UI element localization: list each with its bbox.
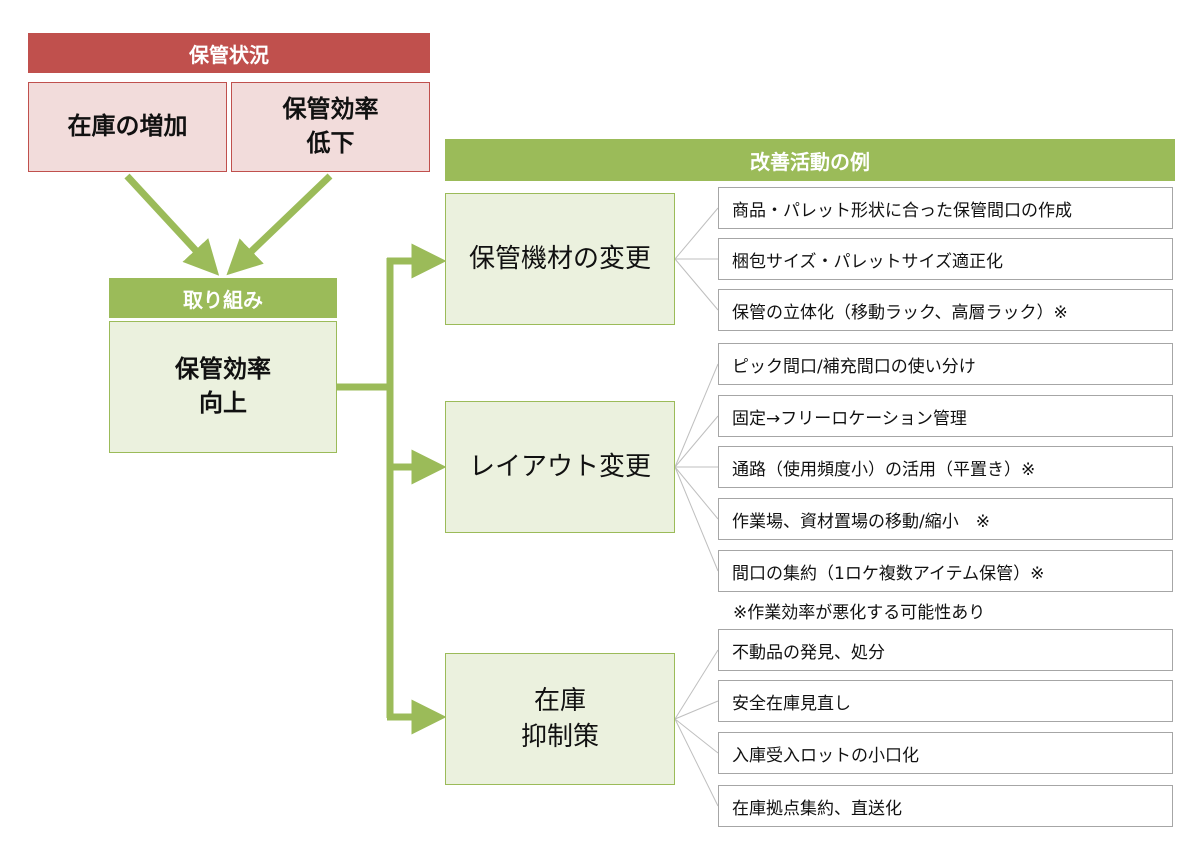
footnote: ※作業効率が悪化する可能性あり: [733, 603, 986, 623]
item-small-lot: 入庫受入ロットの小口化: [718, 732, 1173, 774]
category-inventory-control: 在庫 抑制策: [445, 653, 675, 785]
item-aisle-use: 通路（使用頻度小）の活用（平置き）※: [718, 446, 1173, 488]
arrow-inventory-to-action: [124, 173, 220, 276]
item-dead-stock: 不動品の発見、処分: [718, 629, 1173, 671]
category-equipment-change: 保管機材の変更: [445, 193, 675, 325]
action-header: 取り組み: [109, 278, 337, 318]
fan-layout: [674, 363, 719, 572]
cause-inventory-increase: 在庫の増加: [28, 82, 227, 172]
action-improve-efficiency: 保管効率 向上: [109, 321, 337, 453]
item-free-location: 固定→フリーロケーション管理: [718, 395, 1173, 437]
fan-inventory: [674, 649, 719, 807]
item-vertical-storage: 保管の立体化（移動ラック、高層ラック）※: [718, 289, 1173, 331]
fan-equipment: [674, 207, 719, 311]
item-consolidation-direct: 在庫拠点集約、直送化: [718, 785, 1173, 827]
improvement-header: 改善活動の例: [445, 139, 1175, 181]
storage-status-header: 保管状況: [28, 33, 430, 73]
category-layout-change: レイアウト変更: [445, 401, 675, 533]
item-safety-stock: 安全在庫見直し: [718, 680, 1173, 722]
item-slot-consolidation: 間口の集約（1ロケ複数アイテム保管）※: [718, 550, 1173, 592]
item-storage-slot: 商品・パレット形状に合った保管間口の作成: [718, 187, 1173, 229]
cause-efficiency-decline: 保管効率 低下: [231, 82, 430, 172]
item-pick-replenish: ピック間口/補充間口の使い分け: [718, 343, 1173, 385]
arrow-efficiency-to-action: [226, 173, 333, 276]
item-workspace-move: 作業場、資材置場の移動/縮小 ※: [718, 498, 1173, 540]
item-pack-size: 梱包サイズ・パレットサイズ適正化: [718, 238, 1173, 280]
